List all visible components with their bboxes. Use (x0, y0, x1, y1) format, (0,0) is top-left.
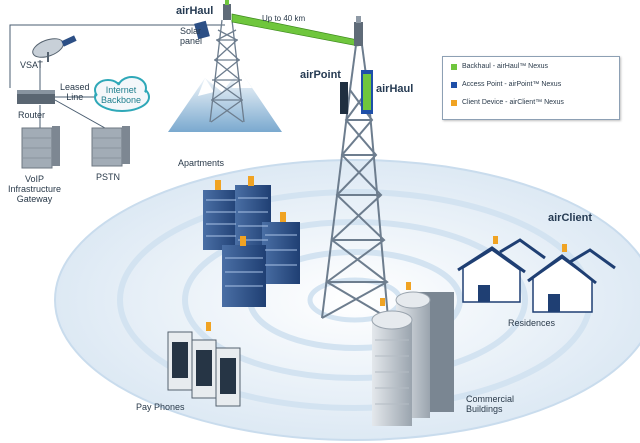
label-range: Up to 40 km (262, 14, 306, 23)
label-airclient: airClient (548, 212, 593, 224)
label-airpoint: airPoint (300, 69, 341, 81)
airpoint-antenna-icon (340, 82, 348, 114)
solar-panel-icon (194, 20, 210, 40)
infrastructure-links (9, 24, 225, 130)
legend-label-backhaul: Backhaul - airHaul™ Nexus (462, 63, 548, 70)
label-apartments: Apartments (178, 158, 225, 168)
legend-item-client-device: Client Device - airClient™ Nexus (451, 99, 564, 106)
airhaul-antenna-icon (354, 16, 363, 46)
pay-phones (167, 322, 241, 407)
cloud-icon (94, 76, 150, 112)
label-vsat: VSAT (20, 60, 43, 70)
airhaul-panel-icon (361, 70, 373, 114)
legend-swatch-backhaul (451, 63, 457, 70)
router-icon (17, 90, 55, 104)
legend: Backhaul - airHaul™ Nexus Access Point -… (442, 56, 620, 120)
voip-server-icon (21, 126, 60, 169)
mountain (168, 70, 282, 132)
pstn-server-icon (91, 126, 130, 167)
legend-swatch-access-point (451, 81, 457, 88)
label-leased-line: Leased Line (60, 82, 90, 102)
label-residences: Residences (508, 318, 556, 328)
legend-label-client-device: Client Device - airClient™ Nexus (462, 99, 564, 106)
label-commercial-buildings: Commercial Buildings (466, 394, 515, 414)
antenna-icon-airhaul-small (223, 0, 231, 20)
legend-label-access-point: Access Point - airPoint™ Nexus (462, 81, 562, 88)
label-solar-panel: Solar panel (180, 26, 203, 46)
legend-item-backhaul: Backhaul - airHaul™ Nexus (451, 63, 548, 70)
label-airhaul-top: airHaul (176, 5, 214, 17)
label-internet-backbone: Internet Backbone (101, 85, 142, 105)
label-airhaul-main: airHaul (376, 83, 414, 95)
main-tower (321, 44, 389, 319)
relay-tower (209, 19, 245, 123)
label-pay-phones: Pay Phones (136, 402, 185, 412)
legend-swatch-client-device (451, 99, 457, 106)
residences (457, 236, 616, 313)
legend-item-access-point: Access Point - airPoint™ Nexus (451, 81, 561, 88)
label-pstn: PSTN (96, 172, 121, 182)
apartment-buildings (203, 176, 300, 307)
label-voip-gateway: VoIP Infrastructure Gateway (8, 174, 62, 204)
commercial-buildings (371, 282, 454, 426)
satellite-dish-icon (32, 35, 77, 62)
label-router: Router (18, 110, 46, 120)
